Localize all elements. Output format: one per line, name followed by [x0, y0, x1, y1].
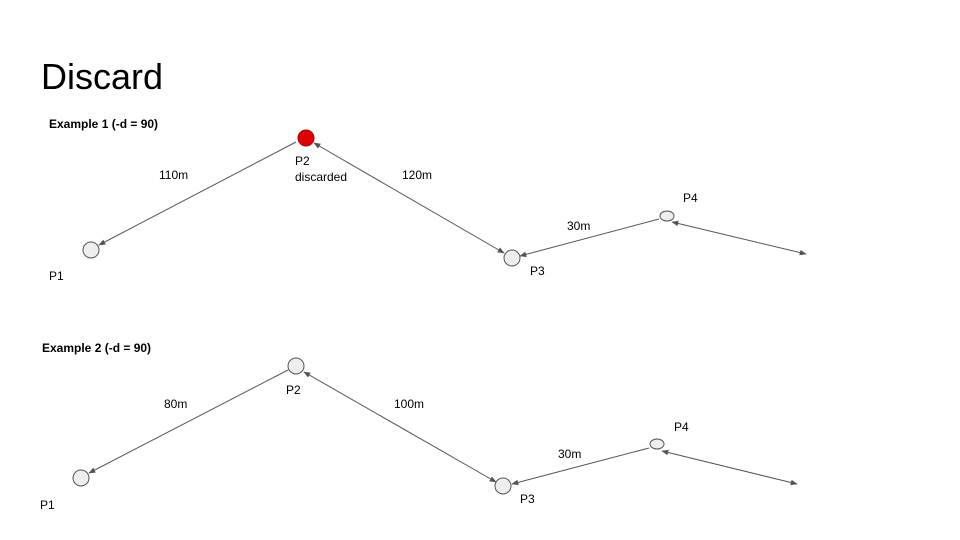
ex1-node-p2-discarded	[297, 129, 315, 147]
page-title: Discard	[41, 56, 164, 97]
ex1-node-label-p1: P1	[49, 269, 64, 283]
ex1-node-label-p4: P4	[683, 191, 698, 205]
ex2-node-p3	[494, 477, 512, 495]
ex1-node-status-p2: discarded	[295, 170, 348, 184]
ex2-node-label-p3: P3	[520, 492, 535, 506]
ex2-node-label-p4: P4	[674, 420, 689, 434]
ex2-edge-p2-p3	[303, 371, 497, 483]
ex1-node-p4	[659, 210, 675, 222]
example1-heading: Example 1 (-d = 90)	[49, 117, 159, 131]
ex2-edge-label-p1-p2: 80m	[164, 397, 188, 411]
ex2-node-p2	[287, 357, 305, 375]
ex2-edge-label-p2-p3: 100m	[394, 397, 425, 411]
ex1-node-p3	[503, 249, 521, 267]
ex1-edge-label-p3-p4: 30m	[567, 219, 591, 233]
ex1-edge-p3-p4	[519, 218, 660, 258]
ex1-edge-label-p2-p3: 120m	[402, 168, 433, 182]
ex2-edge-p4-next	[661, 449, 798, 486]
ex1-edge-p4-next	[671, 220, 807, 256]
ex1-node-p1	[82, 241, 100, 259]
ex1-edge-p1-p2	[98, 141, 297, 246]
ex2-node-label-p2: P2	[286, 383, 301, 397]
ex1-edge-p2-p3	[313, 142, 505, 254]
ex2-node-p4	[649, 438, 665, 450]
ex2-node-label-p1: P1	[40, 498, 55, 512]
ex2-edge-p1-p2	[88, 369, 289, 474]
ex2-edge-p3-p4	[511, 447, 650, 486]
ex1-node-label-p3: P3	[530, 264, 545, 278]
ex2-node-p1	[72, 469, 90, 487]
example2-heading: Example 2 (-d = 90)	[42, 341, 152, 355]
ex1-edge-label-p1-p2: 110m	[159, 168, 189, 182]
ex1-node-label-p2: P2	[295, 154, 310, 168]
ex2-edge-label-p3-p4: 30m	[558, 447, 582, 461]
